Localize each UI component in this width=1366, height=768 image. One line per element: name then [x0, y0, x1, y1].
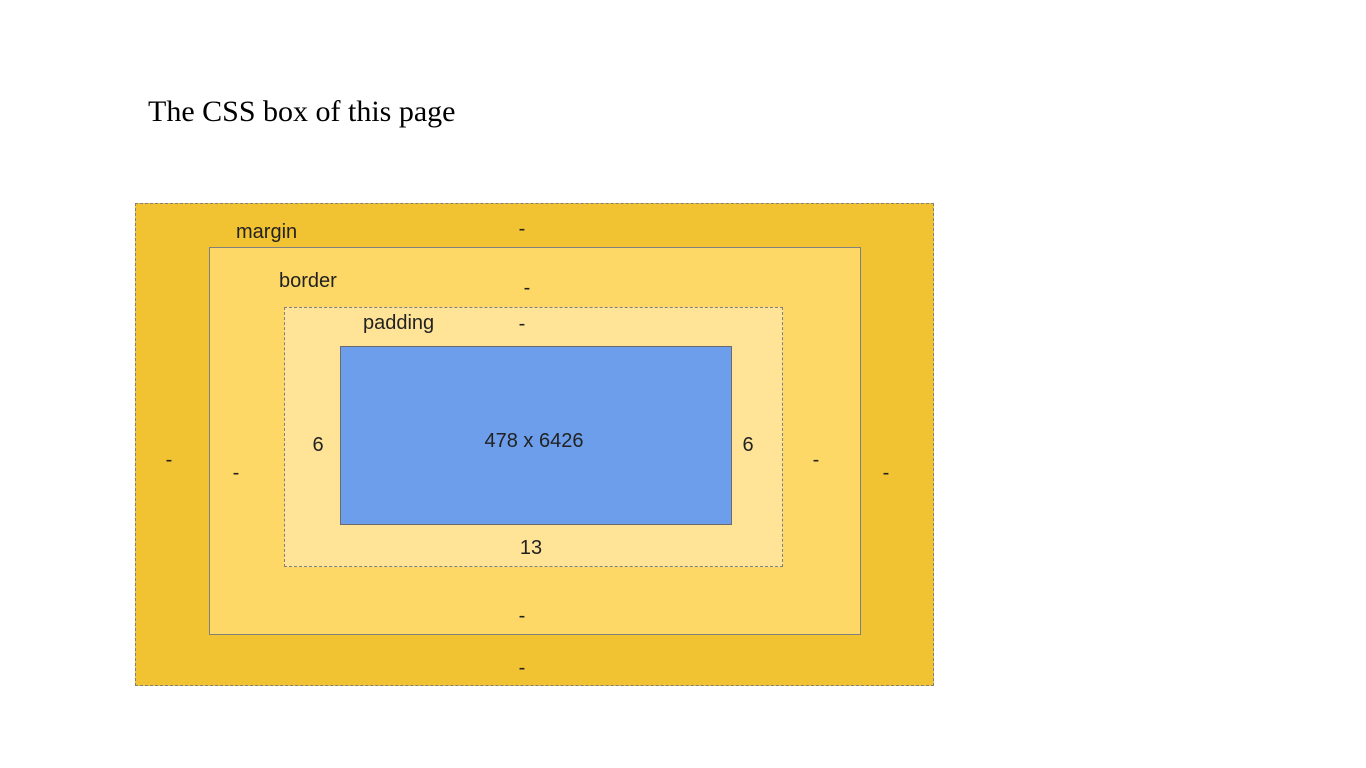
- margin-top-value: -: [518, 218, 526, 240]
- page-title: The CSS box of this page: [148, 95, 456, 128]
- border-right-value: -: [812, 449, 820, 471]
- border-bottom-value: -: [518, 605, 526, 627]
- padding-bottom-value: 13: [519, 537, 543, 559]
- content-size: 478 x 6426: [484, 430, 584, 452]
- border-label: border: [279, 270, 337, 292]
- border-left-value: -: [232, 462, 240, 484]
- content-box: [340, 346, 732, 525]
- margin-bottom-value: -: [518, 657, 526, 679]
- margin-left-value: -: [165, 449, 173, 471]
- margin-label: margin: [236, 221, 298, 243]
- border-top-value: -: [523, 277, 531, 299]
- margin-right-value: -: [882, 462, 890, 484]
- padding-label: padding: [363, 312, 435, 334]
- padding-right-value: 6: [742, 434, 754, 456]
- padding-left-value: 6: [312, 434, 324, 456]
- padding-top-value: -: [518, 313, 526, 335]
